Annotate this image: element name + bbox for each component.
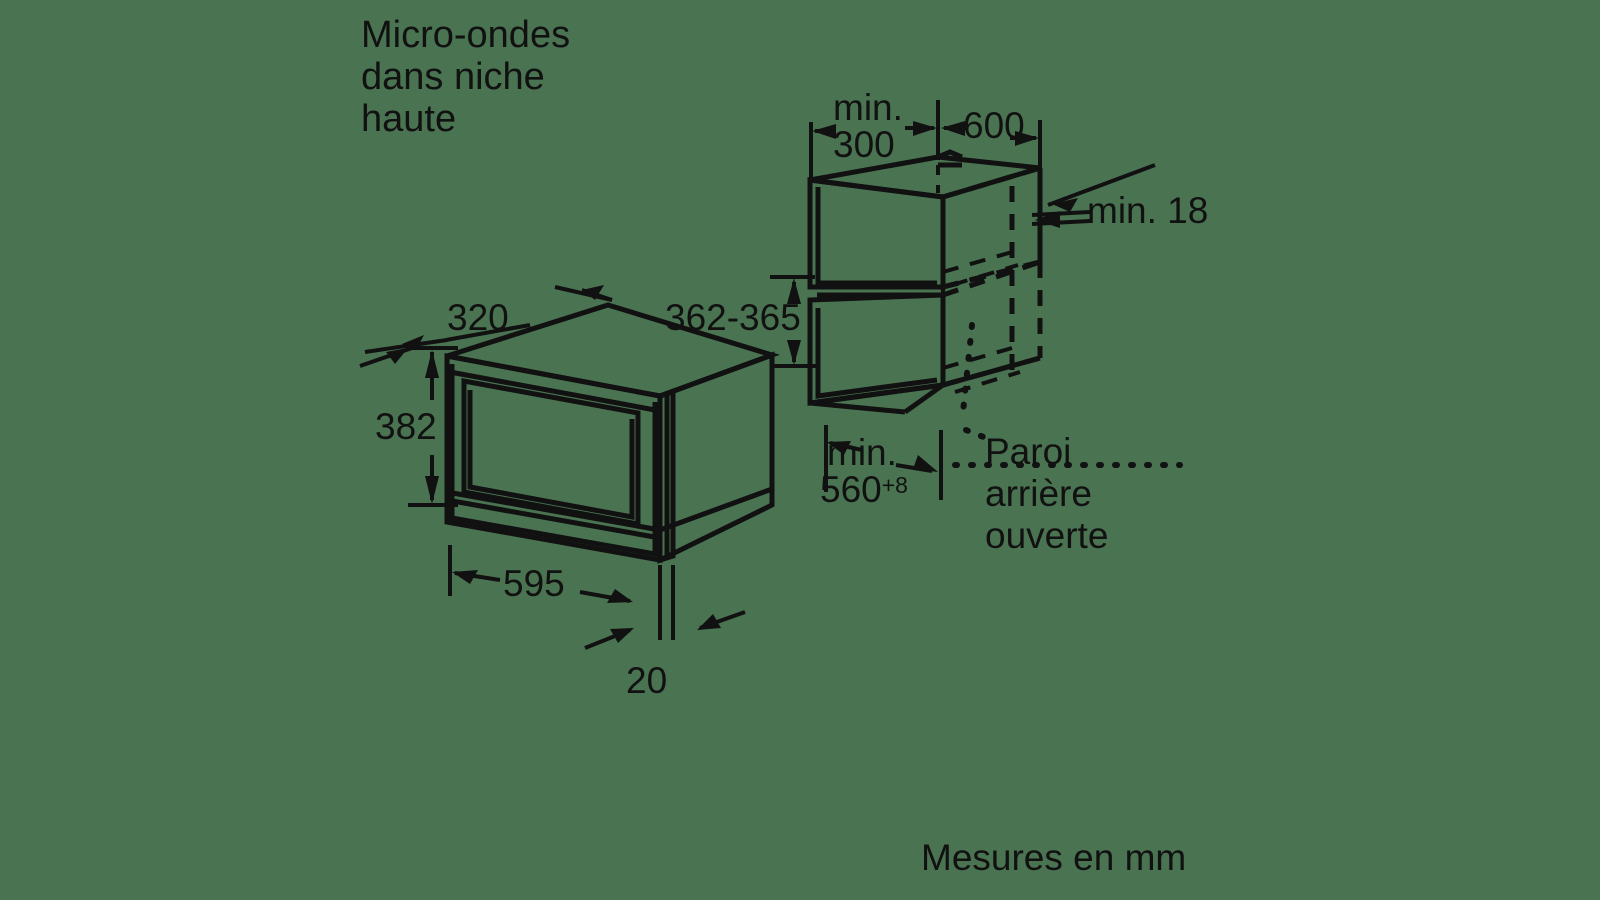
dimension-label-600: 600 xyxy=(963,105,1025,146)
cabinet-lower-right-face xyxy=(942,259,1043,388)
page-title-line-2: dans niche xyxy=(361,56,545,98)
dimension-label-20: 20 xyxy=(626,660,668,701)
annotation-back-wall-line-1: Paroi xyxy=(985,431,1072,472)
dimension-min-300 xyxy=(809,100,940,180)
oven-right-side-face xyxy=(657,351,775,565)
oven-door-front-face xyxy=(444,352,663,563)
oven-bottom-edge xyxy=(659,486,773,533)
dimension-label-382: 382 xyxy=(375,406,437,447)
dimension-height-382 xyxy=(359,346,458,507)
dimension-min-560 xyxy=(824,425,943,500)
open-back-wall-dotted-marker xyxy=(960,322,975,415)
dimension-min-18 xyxy=(1031,163,1156,228)
page-title-line-3: haute xyxy=(361,98,457,140)
units-note: Mesures en mm xyxy=(921,837,1187,878)
dimension-label-min-560-prefix: min. xyxy=(827,432,897,473)
oven-door-edge xyxy=(659,388,676,563)
dimension-label-min-560-value: 560+8 xyxy=(820,468,908,512)
dimension-362-365 xyxy=(770,275,818,368)
cabinet-bottom-face xyxy=(809,355,1041,415)
dimension-overhang-20 xyxy=(584,565,746,650)
page-title-line-1: Micro-ondes xyxy=(361,14,571,56)
dimension-label-min-300-prefix: min. xyxy=(833,87,903,128)
cabinet-hidden-rear-edges xyxy=(936,165,1015,385)
dimension-label-362-365: 362-365 xyxy=(665,297,801,338)
oven-handle-bar xyxy=(446,489,661,541)
dimension-label-320: 320 xyxy=(447,297,509,338)
cabinet-upper-front-face xyxy=(807,177,946,290)
oven-top-trim xyxy=(449,369,656,413)
dimension-label-min-18: min. 18 xyxy=(1087,190,1209,231)
cabinet-hidden-interior-lower xyxy=(942,346,1021,394)
back-wall-dotted-leader xyxy=(952,427,1183,468)
dimension-label-595: 595 xyxy=(503,563,565,604)
microwave-oven-drawing xyxy=(444,302,780,565)
cabinet-niche-drawing xyxy=(807,149,1043,415)
min-560-number: 560 xyxy=(820,469,882,510)
dimension-600 xyxy=(941,120,1042,170)
annotation-back-wall-line-3: ouverte xyxy=(985,515,1109,556)
dimension-width-595 xyxy=(448,545,662,640)
annotation-back-wall-line-2: arrière xyxy=(985,473,1092,514)
dimension-label-min-300-value: 300 xyxy=(833,124,895,165)
cabinet-upper-right-face xyxy=(940,164,1043,291)
min-560-tolerance: +8 xyxy=(881,472,908,498)
cabinet-hidden-interior-upper xyxy=(942,250,1019,287)
dimension-depth-320 xyxy=(364,285,613,354)
